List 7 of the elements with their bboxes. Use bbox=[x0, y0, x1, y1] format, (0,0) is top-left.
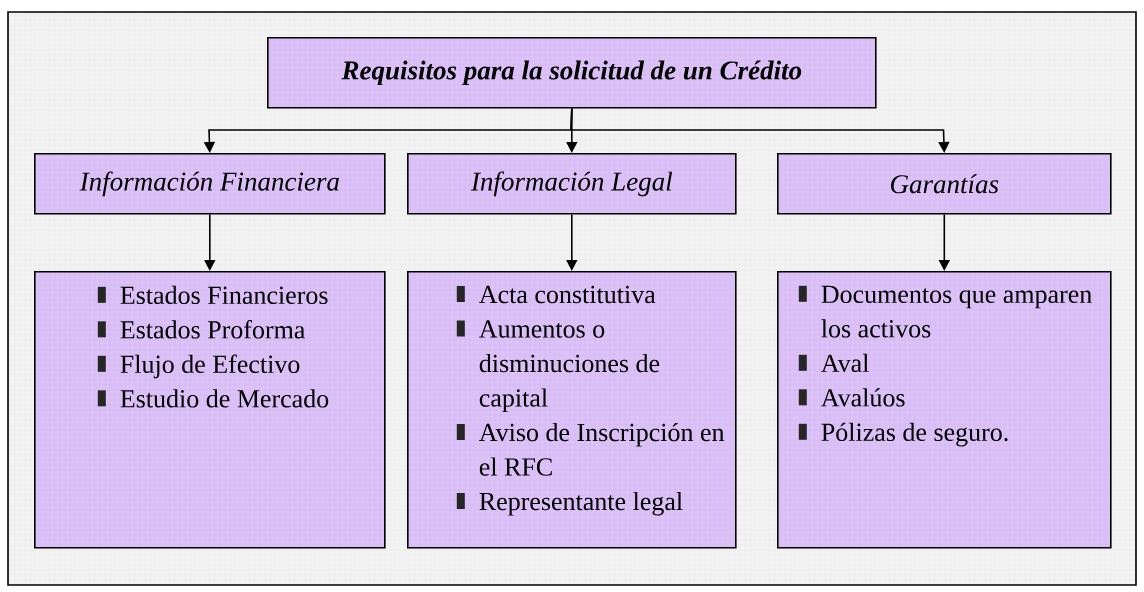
list-box: Documentos que amparen los activos Aval Avalúos Pólizas de seguro. bbox=[776, 270, 1112, 549]
list-box: Estados Financieros Estados Proforma Flujo de Efectivo Estudio de Mercado bbox=[33, 270, 386, 549]
title-box: Requisitos para la solicitud de un Crédito bbox=[266, 36, 877, 109]
category-box: Garantías bbox=[776, 152, 1112, 215]
category-box: Información Financiera bbox=[33, 152, 386, 215]
category-box: Información Legal bbox=[406, 152, 737, 215]
list-box: Acta constitutiva Aumentos o disminuciones de capital Aviso de Inscripción en el RFC Representante legal bbox=[406, 270, 737, 549]
